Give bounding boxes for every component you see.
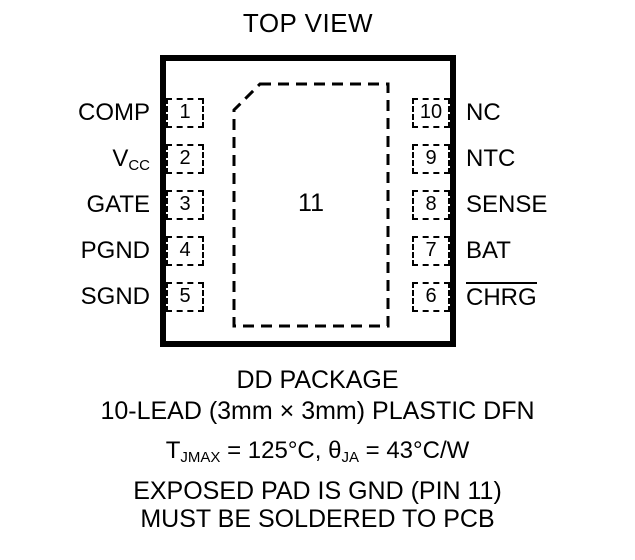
pin-label-pgnd: PGND	[80, 237, 150, 264]
pin-label-sgnd: SGND	[80, 283, 150, 310]
package-description: 10-LEAD (3mm × 3mm) PLASTIC DFN	[100, 397, 535, 425]
pin-label-sense: SENSE	[466, 191, 548, 218]
pin-box-5: 5	[166, 282, 204, 312]
pin-number: 10	[419, 101, 443, 123]
pin-box-7: 7	[412, 236, 450, 266]
pin-box-3: 3	[166, 190, 204, 220]
pin-number: 1	[179, 101, 191, 123]
package-outline	[160, 55, 456, 347]
pin-number: 3	[179, 193, 191, 215]
exposed-pad-note-1: EXPOSED PAD IS GND (PIN 11)	[133, 477, 502, 505]
pin-number: 9	[425, 147, 437, 169]
thermal-ratings: TJMAX = 125°C, θJA = 43°C/W	[165, 437, 470, 466]
package-name: DD PACKAGE	[236, 366, 399, 394]
pin-box-2: 2	[166, 144, 204, 174]
pin-label-chrg: CHRG	[466, 282, 537, 311]
pin-number: 8	[425, 193, 437, 215]
pin-label-nc: NC	[466, 99, 501, 126]
top-view-title: TOP VIEW	[242, 8, 374, 38]
pin-label-gate: GATE	[86, 191, 150, 218]
exposed-pad-outline	[232, 82, 390, 328]
pin-box-4: 4	[166, 236, 204, 266]
pin-label-vcc: VCC	[112, 145, 150, 174]
pin-label-comp: COMP	[78, 99, 150, 126]
pin-box-9: 9	[412, 144, 450, 174]
pin-label-bat: BAT	[466, 237, 511, 264]
pin-box-6: 6	[412, 282, 450, 312]
exposed-pad-number: 11	[298, 189, 324, 217]
pin-number: 4	[179, 239, 191, 261]
pin-number: 2	[179, 147, 191, 169]
pin-box-1: 1	[166, 98, 204, 128]
pin-number: 7	[425, 239, 437, 261]
theta-symbol: θ	[328, 437, 342, 464]
pin-number: 6	[425, 285, 437, 307]
pin-box-8: 8	[412, 190, 450, 220]
pin-number: 5	[179, 285, 191, 307]
exposed-pad-note-2: MUST BE SOLDERED TO PCB	[140, 505, 495, 533]
pin-label-ntc: NTC	[466, 145, 516, 172]
pin-box-10: 10	[412, 98, 450, 128]
